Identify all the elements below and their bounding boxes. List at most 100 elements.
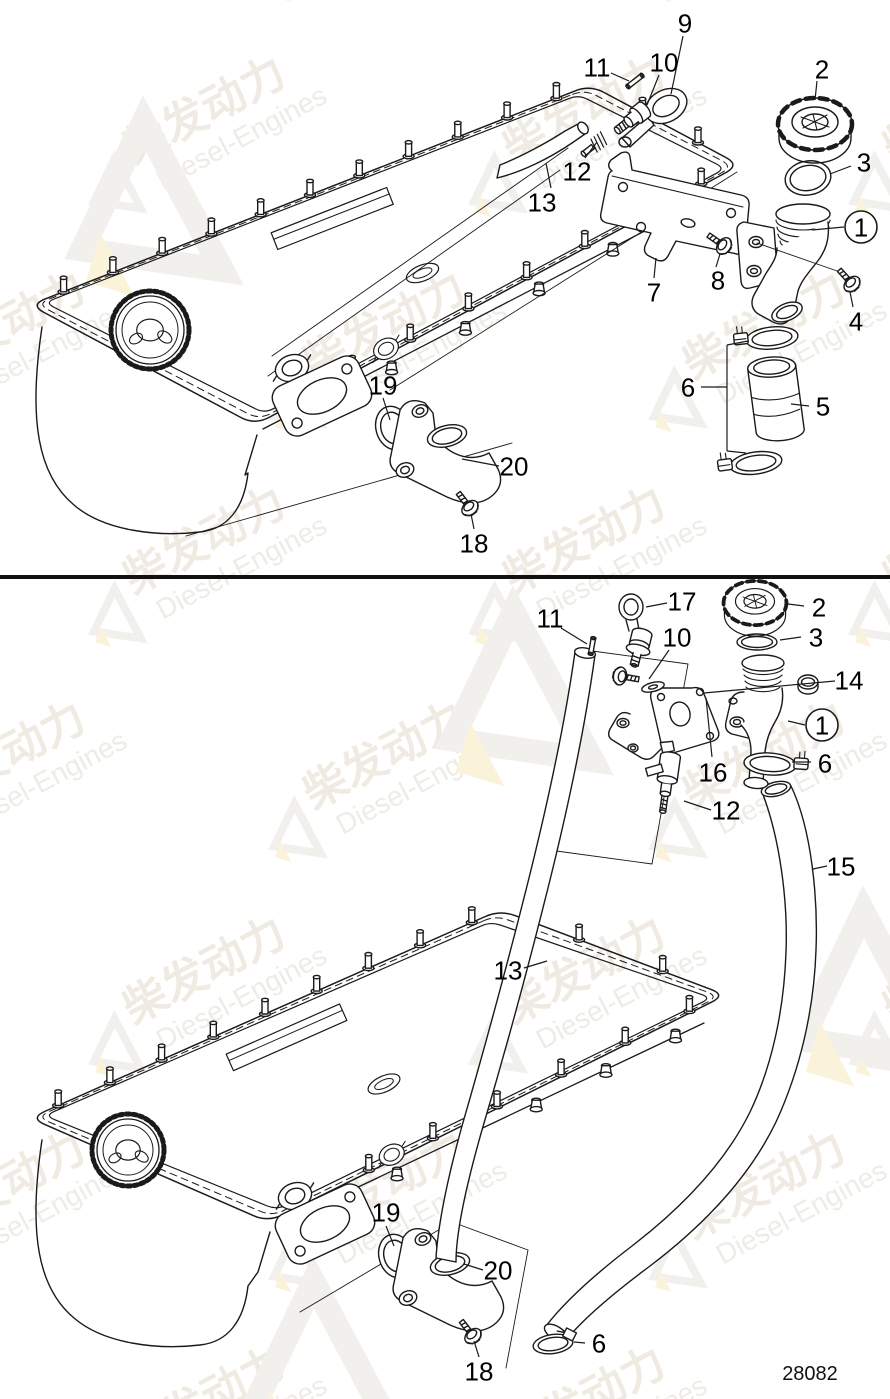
leader-line [726,340,749,346]
callout-number: 1 [815,710,829,740]
diagram-lower [35,578,819,1369]
svg-text:柴发动力: 柴发动力 [875,1338,890,1399]
callout-11: 11 [537,603,588,645]
callout-circle [844,210,878,244]
callout-number: 12 [712,795,741,825]
callout-number: 13 [494,955,523,985]
filler-tube [618,87,688,148]
callout-7: 7 [647,257,661,307]
oil-tube [435,651,596,1263]
drawing-number: 28082 [782,1363,838,1385]
callout-13: 13 [494,955,548,985]
leader-line [790,403,810,407]
callout-number: 10 [650,47,679,77]
leader-line [787,603,805,607]
leader-line [584,141,598,159]
leader-line [779,636,802,641]
callout-number: 20 [484,1255,513,1285]
callout-number: 18 [465,1356,494,1386]
drain-valve [644,740,682,814]
callout-number: 11 [537,603,564,633]
callout-2: 2 [814,54,829,101]
callout-19: 19 [369,370,397,421]
callout-number: 20 [500,451,529,481]
callout-8: 8 [711,253,725,295]
leader-line [545,162,552,189]
leader-line [645,602,668,608]
callout-number: 15 [827,851,856,881]
callout-number: 13 [528,187,557,217]
callout-10: 10 [648,622,692,680]
leader-line [787,720,806,726]
leader-line [812,865,828,870]
callout-number: 4 [849,306,863,336]
leader-line [463,1263,484,1271]
bolt [610,665,641,689]
leader-line [610,72,630,82]
svg-text:柴发动力: 柴发动力 [495,1338,673,1399]
callout-1: 1 [787,708,839,742]
section-divider [0,575,890,579]
callout-15: 15 [812,851,856,881]
callout-20: 20 [461,451,529,481]
callout-number: 6 [681,372,695,402]
leader-line [705,697,713,758]
leader-line [523,960,548,969]
leader-line [829,165,852,175]
drain-hose [545,785,818,1341]
oil-filler-cap [721,578,789,639]
callout-19: 19 [372,1197,401,1247]
callout-18: 18 [460,513,489,558]
watermark-logo-large [784,885,890,1087]
callout-number: 3 [857,147,871,177]
filler-neck [736,203,841,325]
callout-number: 2 [815,54,829,84]
callout-number: 14 [835,665,864,695]
callout-number: 10 [663,622,692,652]
callout-number: 11 [584,52,611,82]
callout-6: 6 [681,340,749,454]
callout-number: 7 [647,277,661,307]
o-ring [736,633,778,651]
callout-3: 3 [829,147,871,177]
callout-2: 2 [787,592,826,622]
diagram-upper [35,72,865,537]
pin [625,72,645,90]
callout-5: 5 [790,391,830,421]
callout-number: 18 [460,528,489,558]
valve-bracket [607,711,665,760]
leader-line [560,627,588,645]
washer [641,681,665,693]
watermark-logo-large [434,585,615,787]
oil-filler-cap [778,98,852,163]
construction-line [267,147,569,377]
callout-17: 17 [645,586,697,616]
callout-number: 17 [668,586,697,616]
leader-line [648,649,670,680]
callout-number: 19 [372,1197,401,1227]
leader-line [573,1341,586,1344]
callout-number: 12 [563,156,592,186]
callout-number: 2 [812,592,826,622]
callout-12: 12 [683,795,741,825]
vent-hose [496,122,586,179]
leader-line [382,397,391,421]
callout-12: 12 [563,141,598,186]
connecting-hose [747,356,805,442]
callout-number: 8 [711,265,725,295]
leader-line [703,680,836,694]
construction-line [299,1221,529,1369]
callout-number: 16 [699,757,728,787]
vent-hose-end [577,121,589,135]
hose-clamp [715,443,784,480]
leader-line [385,1225,395,1247]
leader-line [461,458,500,467]
leader-line [715,253,721,268]
watermark-logo-large [234,1255,415,1399]
